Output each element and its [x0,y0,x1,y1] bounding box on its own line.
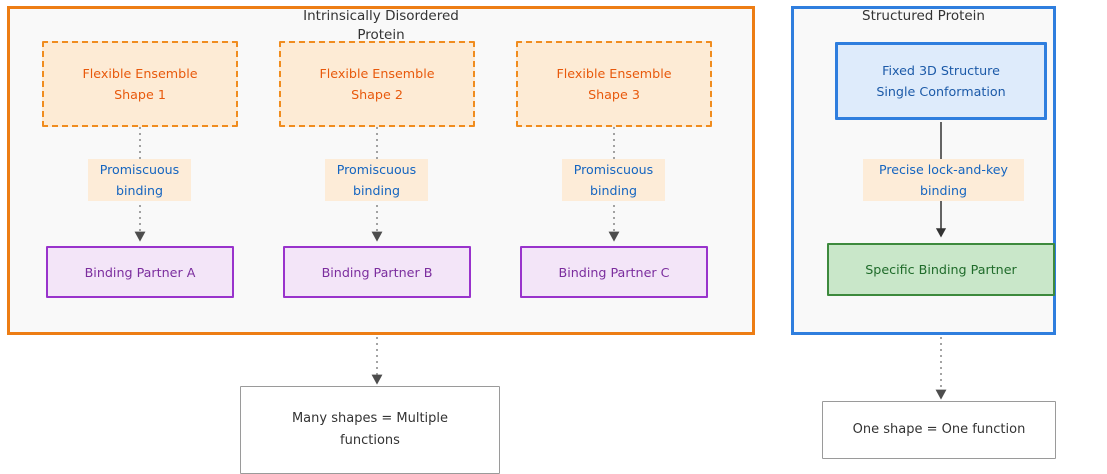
node-label: Binding Partner C [558,264,670,280]
node-result-one-shape[interactable]: One shape = One function [822,401,1056,459]
node-fixed-3d-structure[interactable]: Fixed 3D Structure Single Conformation [835,42,1047,120]
node-label: Flexible Ensemble Shape 1 [82,66,198,102]
edge-label-promiscuous-binding-3: Promiscuous binding [562,159,665,201]
node-label: Many shapes = Multiple functions [291,411,449,448]
node-flexible-ensemble-shape-1[interactable]: Flexible Ensemble Shape 1 [42,41,238,127]
node-label: One shape = One function [852,422,1026,437]
node-flexible-ensemble-shape-3[interactable]: Flexible Ensemble Shape 3 [516,41,712,127]
node-binding-partner-a[interactable]: Binding Partner A [46,246,234,298]
edge-label-promiscuous-binding-2: Promiscuous binding [325,159,428,201]
node-label: Specific Binding Partner [865,262,1017,277]
node-label: Flexible Ensemble Shape 3 [556,66,672,102]
edge-label-precise-lock-and-key-binding: Precise lock-and-key binding [863,159,1024,201]
edge-label-promiscuous-binding-1: Promiscuous binding [88,159,191,201]
node-flexible-ensemble-shape-2[interactable]: Flexible Ensemble Shape 2 [279,41,475,127]
node-label: Binding Partner B [321,264,433,280]
node-label: Fixed 3D Structure Single Conformation [876,63,1006,99]
node-result-many-shapes[interactable]: Many shapes = Multiple functions [240,386,500,474]
node-label: Flexible Ensemble Shape 2 [319,66,435,102]
node-binding-partner-c[interactable]: Binding Partner C [520,246,708,298]
node-specific-binding-partner[interactable]: Specific Binding Partner [827,243,1055,296]
node-binding-partner-b[interactable]: Binding Partner B [283,246,471,298]
node-label: Binding Partner A [84,264,196,280]
